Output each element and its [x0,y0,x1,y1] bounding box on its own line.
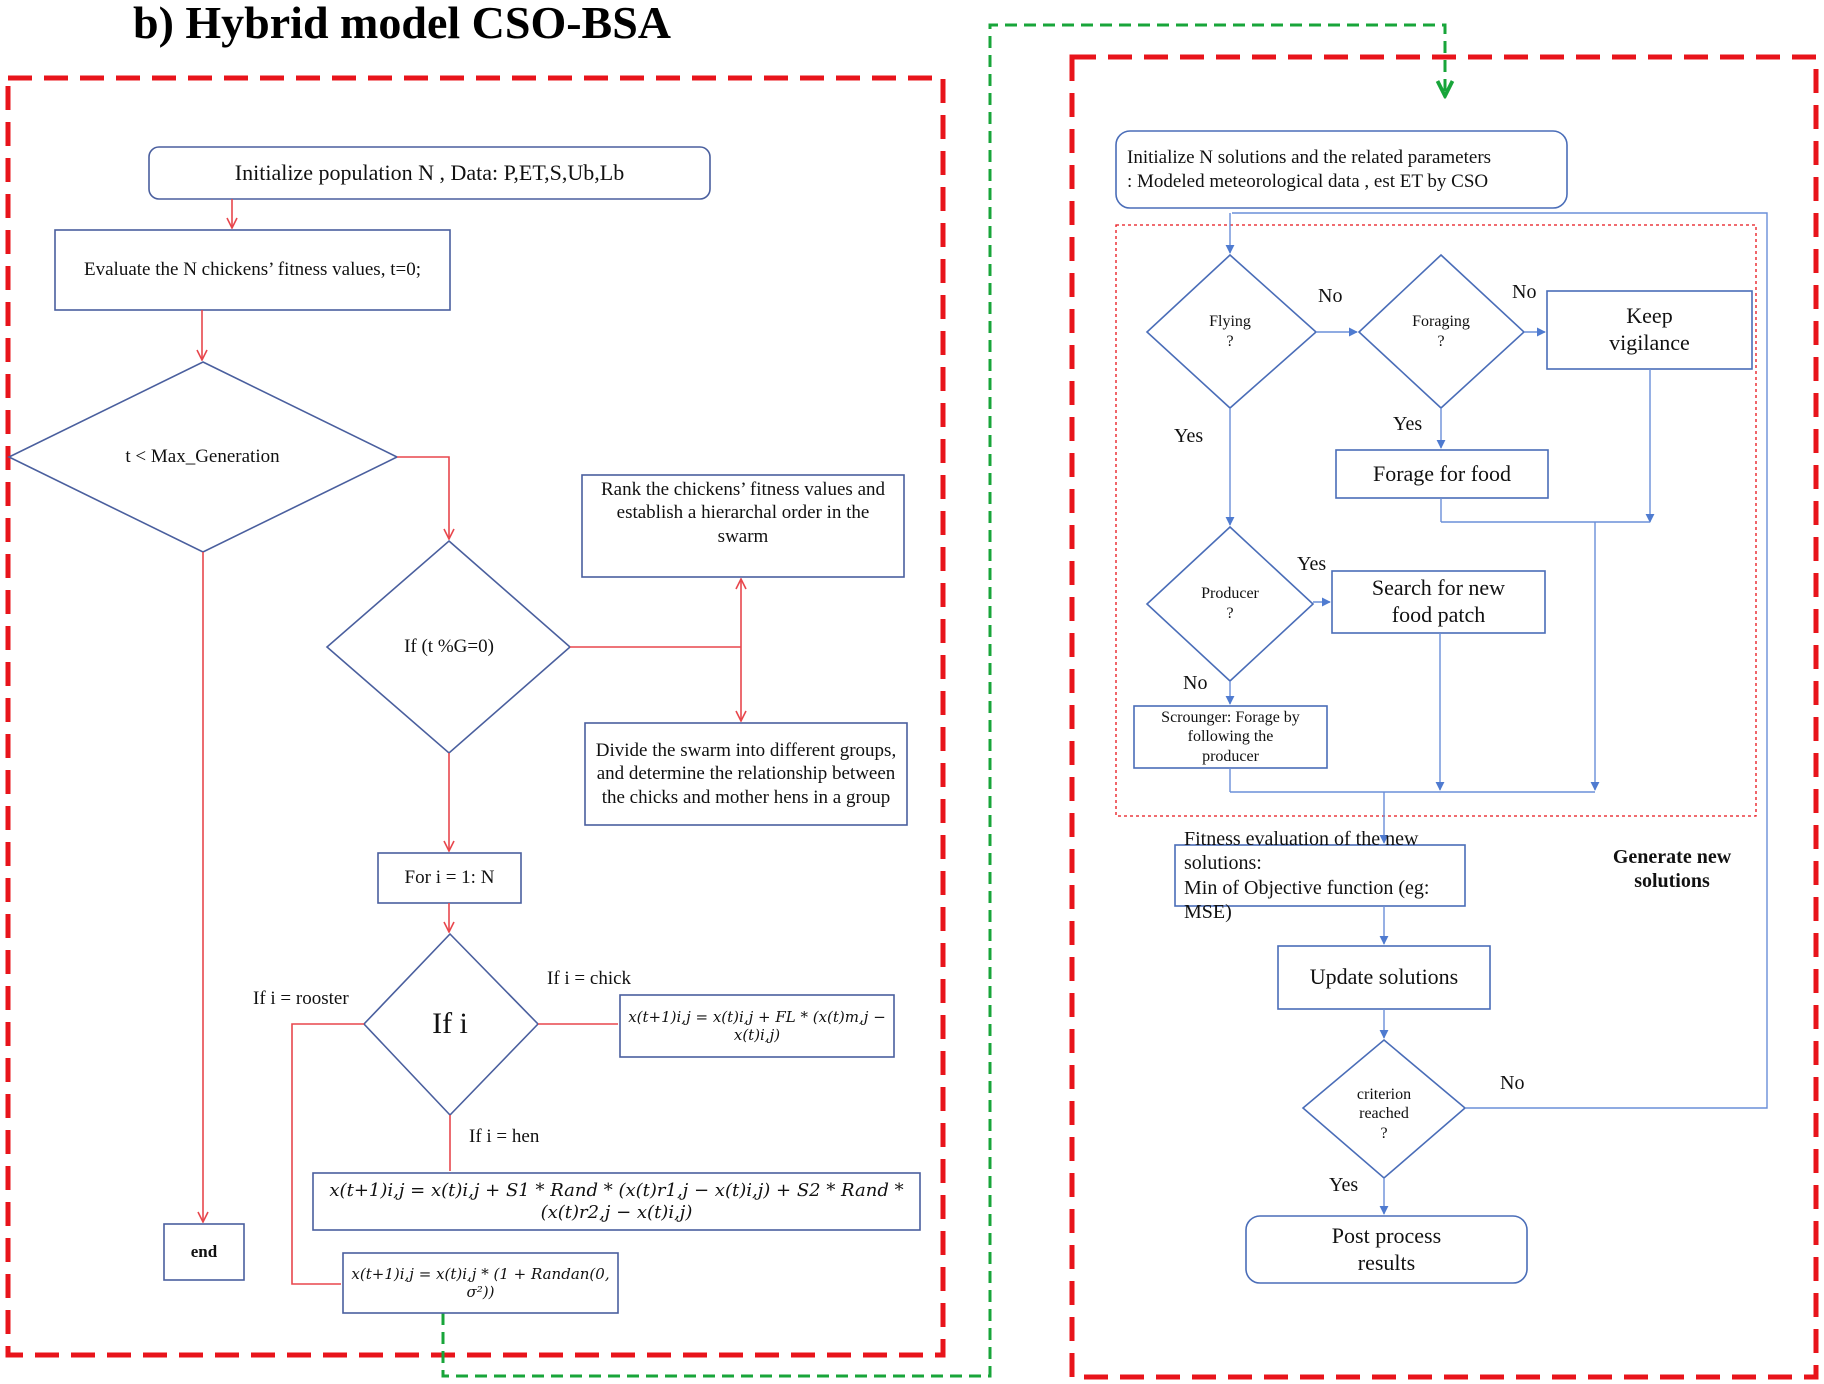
bsa-keep-vigilance-box [1546,290,1753,370]
cso-rank-box [581,474,905,578]
bsa-no-label-producer: No [1183,671,1208,694]
cso-rooster-equation-box [342,1252,619,1314]
cso-chick-equation-box [619,994,895,1058]
cso-rooster-equation-text: x(t+1)i,j = x(t)i,j * (1 + Randan(0, σ²)… [351,1264,610,1301]
cso-rank-text: Rank the chickens’ fitness values and es… [600,479,886,547]
cso-init-box [148,146,711,200]
cso-init-text: Initialize population N , Data: P,ET,S,U… [234,159,625,185]
bsa-loop-line [1232,212,1768,1109]
cso-hen-equation-text: x(t+1)i,j = x(t)i,j + S1 * Rand * (x(t)r… [329,1179,904,1223]
cso-divide-text: Divide the swarm into different groups, … [595,740,897,808]
bsa-scrounger-box [1133,705,1328,769]
cso-for-loop-text: For i = 1: N [404,867,495,889]
bsa-keep-vigilance-text: Keep vigilance [1609,303,1690,355]
cso-chick-equation-text: x(t+1)i,j = x(t)i,j + FL * (x(t)m,j − x(… [628,1007,886,1044]
bsa-fitness-text: Fitness evaluation of the new solutions:… [1184,827,1430,923]
cso-chick-label: If i = chick [547,968,632,990]
bsa-inner-region [1115,224,1757,817]
diagram-title: b) Hybrid model CSO-BSA [133,0,672,48]
cso-hen-label: If i = hen [469,1126,540,1148]
bsa-forage-food-text: Forage for food [1372,460,1512,486]
bsa-search-patch-box [1331,570,1546,634]
bsa-search-patch-text: Search for new food patch [1371,575,1506,627]
bsa-flying-text: Flying ? [1209,313,1251,350]
bsa-init-text: Initialize N solutions and the related p… [1127,147,1492,192]
bsa-init-box [1115,130,1568,209]
cso-line-i-rooster [291,1023,364,1285]
bsa-fitness-box [1174,844,1466,907]
bsa-post-text: Post process results [1331,1222,1442,1275]
bsa-generate-label: Generate new solutions [1612,845,1732,892]
bsa-no-label-foraging: No [1512,280,1537,303]
cso-for-loop-box [377,852,522,904]
cso-end-text: end [190,1241,218,1261]
cso-i-decision-text: If i [432,1006,468,1040]
bsa-producer-text: Producer ? [1201,585,1259,622]
bsa-no-label-criterion: No [1500,1071,1525,1094]
bsa-frame [1069,54,1819,1380]
cso-hen-equation-box [312,1172,921,1231]
bsa-yes-label-producer: Yes [1297,552,1327,575]
cso-end-box [163,1223,245,1281]
cso-evaluate-text: Evaluate the N chickens’ fitness values,… [84,259,421,281]
bsa-no-label-flying: No [1318,284,1343,307]
bsa-post-box [1245,1215,1528,1284]
bsa-scrounger-text: Scrounger: Forage by following the produ… [1161,708,1300,765]
bsa-foraging-text: Foraging ? [1412,313,1470,350]
cso-divide-box [584,722,908,826]
cso-evaluate-box [54,229,451,311]
cso-frame [5,75,946,1358]
bsa-yes-label-criterion: Yes [1329,1173,1359,1196]
bsa-yes-label-foraging: Yes [1393,412,1423,435]
bsa-yes-label-flying: Yes [1174,424,1204,447]
cso-arrow-maxgen-g [397,456,449,539]
cso-max-generation-text: t < Max_Generation [125,446,280,468]
cso-rooster-label: If i = rooster [253,988,349,1010]
cso-g-decision-text: If (t %G=0) [404,636,494,658]
bsa-criterion-text: criterion reached ? [1356,1085,1412,1142]
bsa-update-text: Update solutions [1309,964,1459,990]
bsa-forage-food-box [1335,449,1549,499]
